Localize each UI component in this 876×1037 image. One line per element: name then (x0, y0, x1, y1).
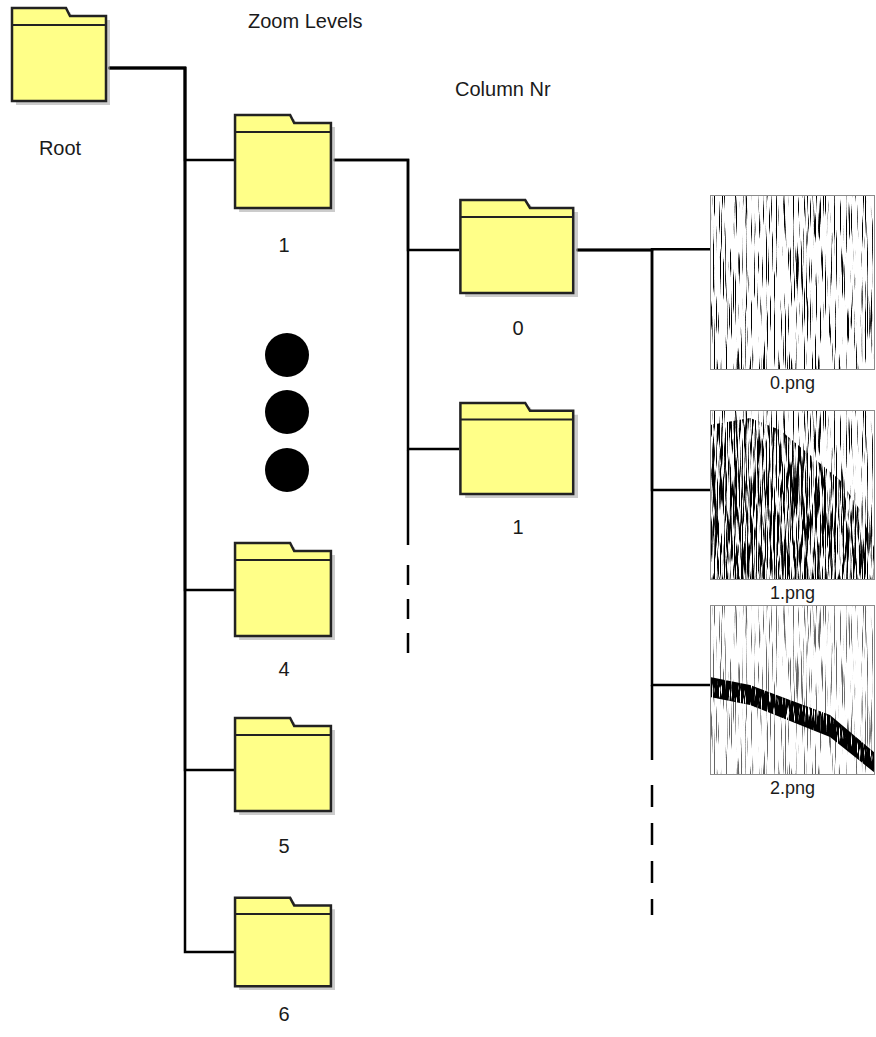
image-filename: 0.png (708, 373, 876, 394)
folder-icon (233, 112, 335, 212)
folder-icon (458, 400, 578, 498)
dark-region (711, 411, 874, 579)
folder-flap (235, 913, 331, 915)
image-frame (711, 196, 875, 370)
folder-body (460, 200, 573, 293)
tree-connector (110, 68, 233, 590)
folder-label: 5 (231, 835, 337, 858)
folder-flap (235, 559, 331, 561)
folder-flap (460, 419, 573, 421)
folder-body (235, 115, 331, 208)
ellipsis-dot (265, 333, 309, 377)
ellipsis-dot (265, 390, 309, 434)
level-heading: Column Nr (455, 78, 551, 101)
folder-label: 1 (231, 234, 337, 257)
image-frame (711, 606, 875, 775)
image-noise (711, 411, 874, 579)
image-node: 2.png (708, 605, 876, 799)
image-node: 0.png (708, 195, 876, 394)
image-filename: 2.png (708, 778, 876, 799)
folder-icon (233, 715, 335, 815)
folder-label: 0 (456, 317, 580, 340)
tree-connector (110, 68, 233, 770)
seismic-image (710, 605, 875, 775)
seismic-image (710, 410, 875, 580)
tree-line (651, 685, 654, 760)
folder-flap (235, 734, 331, 736)
folder-body (460, 403, 573, 494)
folder-icon (458, 197, 578, 297)
folder-node: 4 (231, 540, 337, 681)
image-frame (711, 411, 875, 580)
image-noise (711, 196, 874, 369)
folder-flap (12, 24, 106, 26)
tree-connector (335, 160, 458, 250)
level-heading: Zoom Levels (248, 10, 363, 33)
tree-connector (335, 160, 458, 449)
folder-node: 1 (231, 112, 337, 257)
seismic-image (710, 195, 875, 370)
image-filename: 1.png (708, 583, 876, 604)
folder-node: 1 (456, 400, 580, 539)
tree-connector (110, 68, 233, 952)
folder-icon (10, 5, 110, 105)
tree-line (407, 450, 410, 545)
folder-node: 6 (231, 895, 337, 1026)
dark-band (711, 606, 874, 774)
folder-node: 0 (456, 197, 580, 340)
folder-node: Root (8, 5, 112, 160)
dashed-continuation (651, 785, 654, 915)
folder-label: 1 (456, 516, 580, 539)
image-node: 1.png (708, 410, 876, 604)
folder-body (12, 8, 106, 101)
folder-icon (233, 895, 335, 990)
folder-label: 6 (231, 1003, 337, 1026)
folder-flap (235, 131, 331, 133)
folder-icon (233, 540, 335, 640)
folder-flap (460, 216, 573, 218)
image-noise (711, 411, 874, 579)
tree-connector (578, 250, 710, 685)
folder-node: 5 (231, 715, 337, 858)
tree-connector (110, 68, 233, 160)
folder-label: Root (8, 137, 112, 160)
ellipsis-dot (265, 448, 309, 492)
folder-label: 4 (231, 658, 337, 681)
image-noise (711, 606, 874, 774)
folder-body (235, 718, 331, 811)
folder-body (235, 898, 331, 986)
dashed-continuation (407, 565, 410, 655)
folder-body (235, 543, 331, 636)
tree-connector (578, 250, 710, 490)
image-noise (711, 606, 874, 774)
